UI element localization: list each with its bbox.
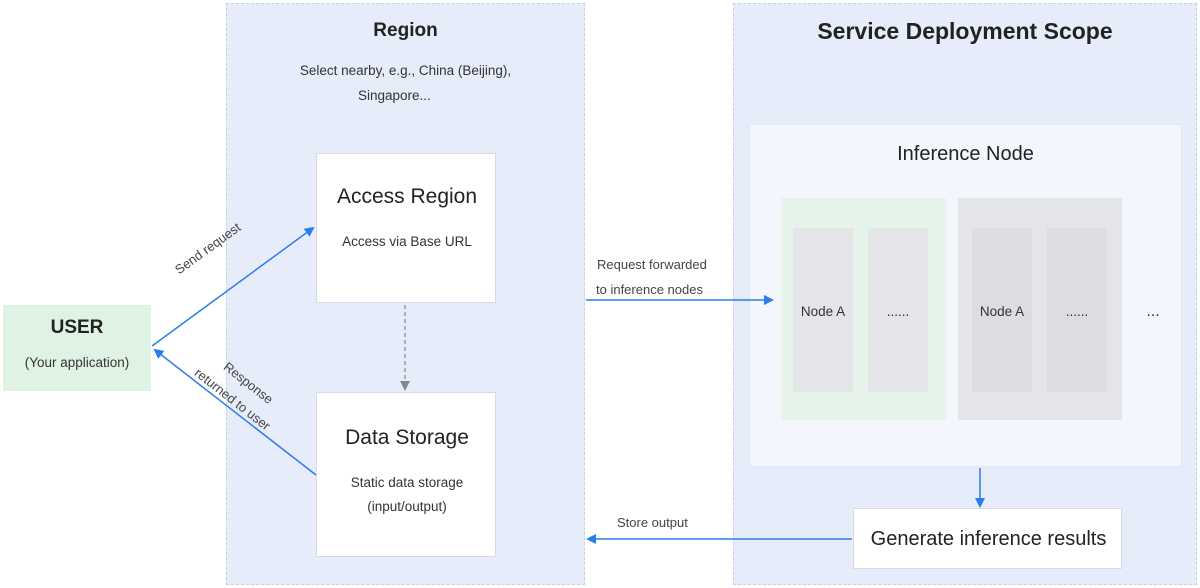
access-region-box: Access Region Access via Base URL [316,153,496,303]
access-region-title: Access Region [336,185,478,208]
data-storage-title: Data Storage [345,426,469,449]
data-storage-subtitle-line2: (input/output) [367,499,447,514]
results-title: Generate inference results [870,528,1107,550]
more-nodes-label: ... [1146,303,1160,320]
node-a-label: Node A [979,304,1025,319]
forward-label-line2: to inference nodes [596,282,703,297]
region-subtitle-line1: Select nearby, e.g., China (Beijing), [299,63,512,78]
node-column [868,228,928,392]
user-box: USER (Your application) [3,305,151,391]
data-storage-box: Data Storage Static data storage (input/… [316,392,496,557]
node-column [972,228,1032,392]
node-a-label: Node A [800,304,846,319]
region-title: Region [373,20,438,41]
user-title: USER [50,317,104,338]
node-ellipsis-label: ...... [1065,304,1089,319]
node-column [793,228,853,392]
results-box: Generate inference results [853,508,1122,569]
user-subtitle: (Your application) [24,355,130,370]
store-output-label: Store output [617,515,688,530]
region-subtitle-line2: Singapore... [358,88,431,103]
inference-node-title: Inference Node [897,143,1034,165]
node-column [1047,228,1107,392]
node-ellipsis-label: ...... [886,304,910,319]
forward-label-line1: Request forwarded [597,257,707,272]
access-region-subtitle: Access via Base URL [342,234,472,249]
scope-title: Service Deployment Scope [817,18,1113,44]
data-storage-subtitle-line1: Static data storage [350,475,464,490]
